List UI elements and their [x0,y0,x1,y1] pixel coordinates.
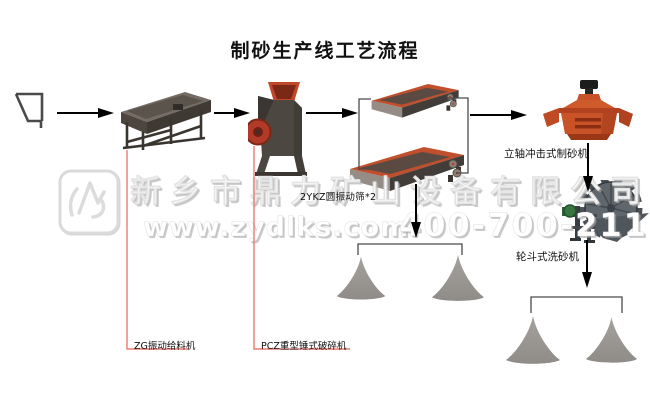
arrow-washer-to-piles [582,240,592,288]
vibrating-screen-lower-machine [350,147,464,191]
connector-right-piles [530,296,623,313]
sand-pile [506,316,560,364]
label-vibrating-feeder: ZG振动给料机 [134,341,196,352]
label-hammer-crusher: PCZ重型锤式破碎机 [261,341,347,352]
connector-split-to-screens [358,98,371,170]
vsi-sand-maker-machine [543,80,633,140]
label-vibrating-screens: 2YKZ圆振动筛*2 [300,192,377,203]
callout-line-crusher [253,146,350,350]
hammer-crusher-machine [248,82,307,176]
diagram-title: 制砂生产线工艺流程 [230,40,420,62]
arrow-screen-to-piles [411,184,421,238]
vibrating-feeder-machine [121,92,211,150]
connector-mid-piles [357,243,463,255]
label-sand-washer: 轮斗式洗砂机 [516,251,579,263]
arrow-sandmaker-to-washer [583,143,593,192]
vibrating-screen-upper-machine [371,84,459,118]
arrow-crusher-to-screens [306,108,358,118]
label-sand-maker: 立轴冲击式制砂机 [504,148,588,160]
sand-pile [432,254,484,301]
sand-pile [585,317,638,363]
wheel-sand-washer-machine [562,180,649,243]
arrow-feeder-to-crusher [214,108,250,118]
callout-line-feeder [126,150,189,350]
arrow-screens-to-sandmaker [470,110,527,120]
connector-screens-to-arrow [447,97,469,174]
feed-hopper-icon [14,92,44,128]
arrow-hopper-to-feeder [57,108,114,118]
sand-pile [336,256,386,300]
